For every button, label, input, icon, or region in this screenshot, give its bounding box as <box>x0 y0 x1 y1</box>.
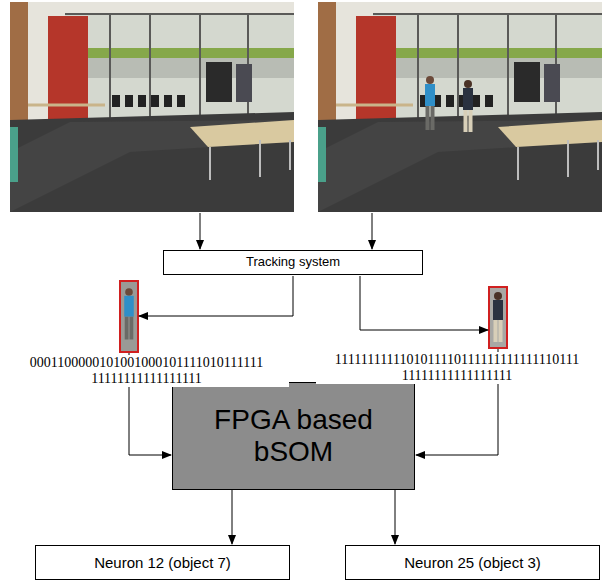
bit-string: 0001100000101001000101111010111111 11111… <box>4 355 289 387</box>
output-box: Neuron 25 (object 3) <box>345 545 600 580</box>
arrow-connector <box>232 490 233 544</box>
process-box: Tracking system <box>163 250 423 275</box>
output-box: Neuron 12 (object 7) <box>35 545 290 580</box>
bit-string: 1111111111101011110111111111111110111 11… <box>316 352 598 384</box>
node-text: FPGA based bSOM <box>209 404 379 468</box>
node-text: Tracking system <box>246 255 340 270</box>
node-text: Neuron 25 (object 3) <box>404 554 541 571</box>
arrow-connector <box>395 490 396 544</box>
processor-box: FPGA based bSOM <box>172 382 415 490</box>
node-text: Neuron 12 (object 7) <box>94 554 231 571</box>
